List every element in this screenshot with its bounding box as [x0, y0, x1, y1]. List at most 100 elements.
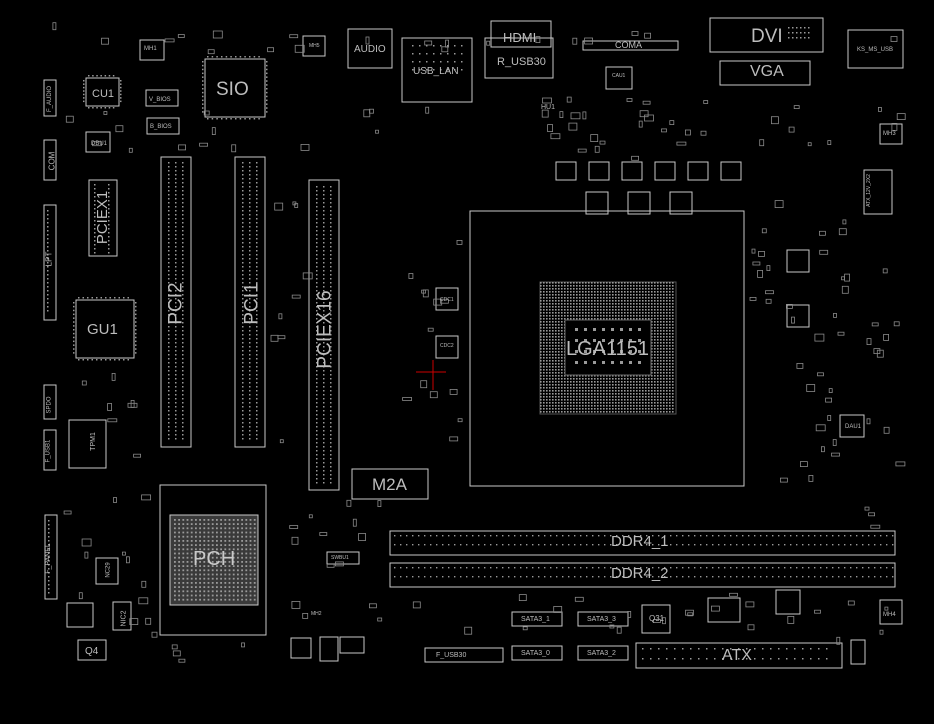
label-pch: PCH — [193, 548, 236, 570]
passive-component — [302, 272, 313, 280]
passive-component — [289, 34, 299, 39]
passive-component — [676, 141, 687, 146]
passive-component — [127, 402, 138, 408]
passive-component — [599, 140, 606, 145]
vrm-choke-4 — [786, 249, 810, 273]
passive-component — [836, 636, 841, 645]
passive-component — [842, 219, 847, 225]
label-sata3-0: SATA3_0 — [521, 650, 550, 657]
passive-component — [844, 273, 850, 282]
clock-chip — [775, 589, 801, 615]
passive-component — [522, 626, 528, 631]
passive-component — [231, 144, 237, 153]
label-ddr4-2: DDR4_2 — [611, 565, 669, 582]
mh1-hole — [139, 39, 165, 61]
passive-component — [609, 624, 615, 629]
passive-component — [814, 609, 821, 614]
vrm-mosfet-2 — [621, 161, 643, 181]
passive-component — [107, 403, 112, 411]
passive-component — [800, 461, 808, 468]
passive-component — [685, 609, 694, 616]
sio-chip — [204, 58, 266, 118]
m2a-connector — [351, 468, 429, 500]
passive-component — [627, 611, 632, 618]
vrm-mosfet-1 — [588, 161, 610, 181]
passive-component — [638, 120, 643, 128]
passive-component — [864, 506, 870, 511]
passive-component — [787, 616, 795, 624]
passive-component — [882, 268, 888, 274]
passive-component — [541, 109, 549, 118]
usb30-port — [484, 37, 554, 79]
passive-component — [662, 617, 666, 625]
passive-component — [752, 261, 761, 266]
passive-component — [439, 298, 449, 304]
passive-component — [661, 128, 667, 133]
audio-jack — [347, 28, 393, 69]
pch-area — [159, 484, 267, 636]
passive-component — [456, 239, 463, 245]
passive-component — [568, 122, 578, 131]
passive-component — [375, 129, 379, 134]
passive-component — [577, 148, 587, 153]
passive-component — [642, 100, 651, 105]
label-hdmi: HDMI — [503, 30, 537, 45]
pciex16-slot — [308, 179, 340, 491]
mh3-hole — [879, 123, 903, 145]
label-com: COM — [47, 151, 57, 171]
pci2-pins — [168, 162, 184, 440]
label-pci2: PCI2 — [165, 282, 187, 325]
ma-l1-chip — [707, 597, 741, 623]
label-f-usb1: F_USB1 — [45, 439, 52, 463]
passive-component — [164, 38, 175, 43]
passive-component — [129, 618, 139, 625]
dvi-connector — [709, 17, 824, 53]
label-mh2: MH2 — [311, 611, 322, 617]
passive-component — [572, 37, 578, 45]
passive-component — [893, 321, 900, 327]
vga-connector — [719, 60, 811, 86]
label-coma: COMA — [615, 40, 642, 50]
passive-component — [806, 384, 816, 392]
label-gu1: GU1 — [87, 321, 118, 338]
mh2-hole — [290, 637, 312, 659]
usb-lan-pads — [412, 45, 463, 71]
passive-component — [178, 658, 186, 663]
passive-component — [796, 362, 804, 369]
small-header-right — [850, 639, 866, 665]
passive-component — [685, 129, 691, 136]
pch-ball-grid — [174, 519, 256, 601]
ddr4-2-slot — [389, 562, 896, 588]
nc29-chip — [95, 557, 119, 585]
passive-component — [594, 145, 600, 153]
vrm-choke-3 — [669, 191, 693, 215]
passive-component — [145, 617, 152, 625]
passive-component — [278, 313, 283, 320]
passive-component — [141, 494, 152, 501]
label-atx-12v: ATX_12V_2X2 — [865, 174, 872, 207]
label-mh3: MH3 — [883, 131, 896, 137]
passive-component — [883, 426, 890, 434]
passive-component — [277, 335, 286, 340]
vrm-choke-2 — [627, 191, 651, 215]
pch-chip — [169, 514, 259, 606]
label-tpm1: TPM1 — [89, 432, 97, 451]
passive-component — [63, 510, 72, 515]
passive-component — [138, 597, 149, 605]
passive-component — [550, 133, 561, 140]
label-sata3-1: SATA3_1 — [521, 616, 550, 623]
pciex1-pins — [94, 184, 110, 254]
gu1-chip-pins-top — [78, 297, 129, 299]
passive-component — [847, 600, 855, 606]
passive-component — [819, 230, 826, 236]
passive-component — [827, 140, 832, 146]
vrm-mosfet-4 — [687, 161, 709, 181]
passive-component — [133, 453, 142, 458]
label-lga1151: LGA1151 — [566, 338, 650, 360]
passive-component — [365, 36, 370, 45]
ks-ms-usb-port — [847, 29, 904, 69]
ddr4-2-pins — [394, 567, 894, 578]
passive-component — [363, 109, 371, 118]
passive-component — [883, 333, 889, 341]
passive-component — [352, 518, 357, 527]
